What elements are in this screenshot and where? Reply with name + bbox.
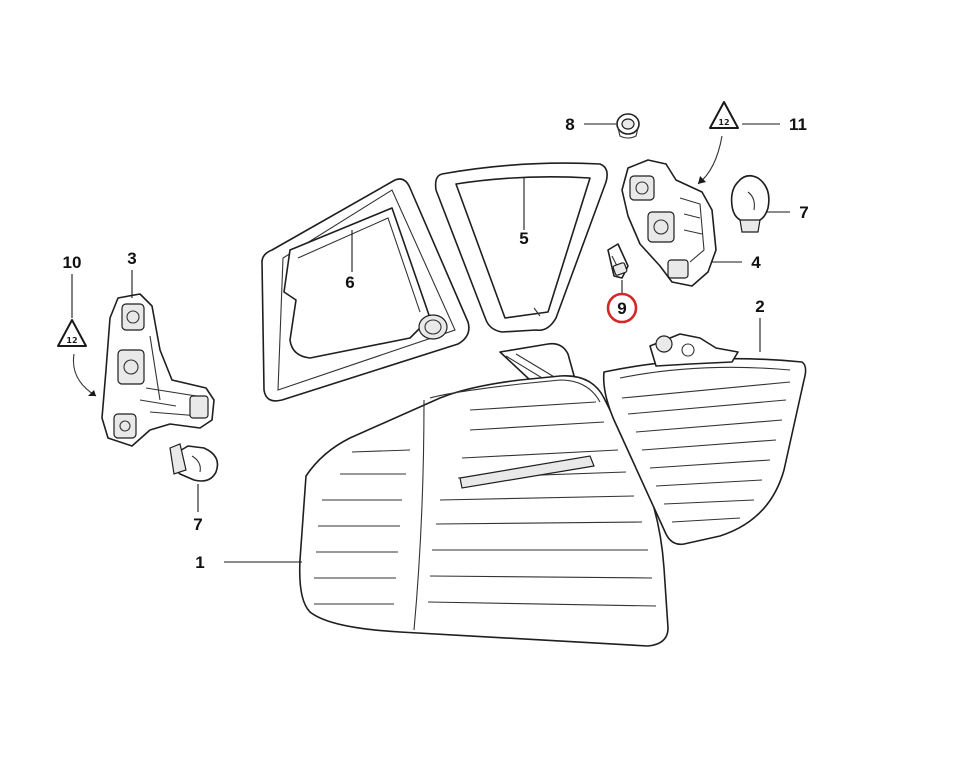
svg-text:𝟭𝟮: 𝟭𝟮 xyxy=(718,118,729,127)
part-7-bulb-left[interactable] xyxy=(169,443,219,482)
callout-3[interactable]: 3 xyxy=(127,249,136,268)
callout-2[interactable]: 2 xyxy=(755,297,764,316)
callout-1[interactable]: 1 xyxy=(195,553,204,572)
part-8-grommet[interactable] xyxy=(616,113,640,139)
tail-light-right-ribs xyxy=(621,381,791,523)
callout-labels: 1 2 3 4 5 6 7 7 8 9 10 11 xyxy=(63,115,809,572)
part-1-tail-light-left[interactable] xyxy=(298,342,669,647)
callout-7-right[interactable]: 7 xyxy=(799,203,808,222)
part-7-bulb-right[interactable] xyxy=(730,174,770,233)
callout-4[interactable]: 4 xyxy=(751,253,761,272)
part-4-bulb-carrier-right[interactable] xyxy=(621,159,717,287)
warning-triangle-icon: 𝟭𝟮 xyxy=(697,101,739,185)
callout-7-left[interactable]: 7 xyxy=(193,515,202,534)
part-5-gasket[interactable] xyxy=(434,162,608,333)
svg-text:𝟭𝟮: 𝟭𝟮 xyxy=(66,336,77,345)
part-2-tail-light-right[interactable] xyxy=(602,333,807,546)
callout-11[interactable]: 11 xyxy=(789,115,807,134)
part-6-gasket[interactable] xyxy=(261,178,470,402)
callout-6[interactable]: 6 xyxy=(345,273,354,292)
callout-8[interactable]: 8 xyxy=(565,115,574,134)
part-9-small-bulb[interactable] xyxy=(607,243,629,279)
tail-light-left-ribs xyxy=(314,401,657,607)
callout-10[interactable]: 10 xyxy=(63,253,82,272)
leader-lines xyxy=(71,123,790,563)
callout-9[interactable]: 9 xyxy=(617,299,626,318)
part-3-bulb-carrier-left[interactable] xyxy=(101,293,215,447)
callout-5[interactable]: 5 xyxy=(519,229,528,248)
callout-9-highlight-ring xyxy=(606,292,638,324)
warning-triangle-icon: 𝟭𝟮 xyxy=(57,319,97,397)
